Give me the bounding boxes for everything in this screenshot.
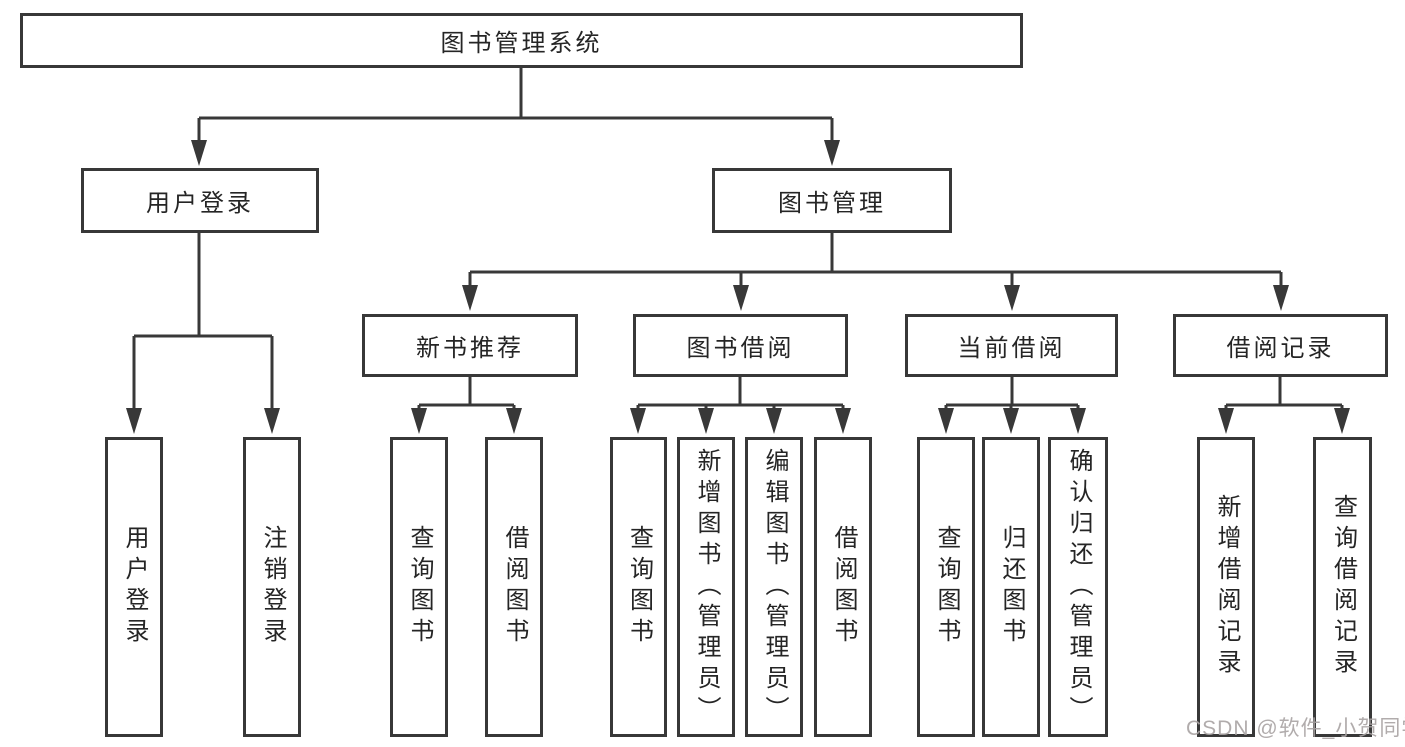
node-recommend-borrow-books-label: 借阅图书 bbox=[501, 525, 528, 649]
node-query-borrow-record-label: 查询借阅记录 bbox=[1329, 494, 1357, 680]
node-query-borrow-record: 查询借阅记录 bbox=[1313, 437, 1372, 737]
node-current-borrowing: 当前借阅 bbox=[905, 314, 1118, 377]
node-book-borrowing: 图书借阅 bbox=[633, 314, 848, 377]
node-recommend-borrow-books: 借阅图书 bbox=[485, 437, 543, 737]
node-current-query-books: 查询图书 bbox=[917, 437, 975, 737]
node-confirm-return-admin-label: 确认归还（管理员） bbox=[1065, 447, 1092, 727]
node-book-borrowing-label: 图书借阅 bbox=[686, 335, 795, 362]
node-user-login-branch-label: 用户登录 bbox=[146, 190, 254, 217]
node-recommend-query-books-label: 查询图书 bbox=[406, 525, 433, 649]
node-system-root: 图书管理系统 bbox=[20, 13, 1023, 68]
node-add-borrow-record: 新增借阅记录 bbox=[1197, 437, 1255, 737]
node-borrowing-query-books: 查询图书 bbox=[610, 437, 667, 737]
node-edit-books-admin-label: 编辑图书（管理员） bbox=[761, 447, 788, 727]
node-add-books-admin-label: 新增图书（管理员） bbox=[693, 447, 720, 727]
node-logout: 注销登录 bbox=[243, 437, 301, 737]
node-book-management: 图书管理 bbox=[712, 168, 952, 233]
node-confirm-return-admin: 确认归还（管理员） bbox=[1048, 437, 1108, 737]
node-borrowing-borrow-books: 借阅图书 bbox=[814, 437, 872, 737]
node-logout-label: 注销登录 bbox=[259, 525, 286, 649]
node-book-management-label: 图书管理 bbox=[778, 190, 886, 217]
node-current-borrowing-label: 当前借阅 bbox=[957, 335, 1066, 362]
node-recommend-query-books: 查询图书 bbox=[390, 437, 448, 737]
node-borrowing-query-books-label: 查询图书 bbox=[625, 525, 653, 649]
node-user-login: 用户登录 bbox=[105, 437, 163, 737]
csdn-watermark: CSDN @软件_小贺同学 bbox=[1186, 717, 1405, 740]
node-borrow-records: 借阅记录 bbox=[1173, 314, 1388, 377]
node-borrowing-borrow-books-label: 借阅图书 bbox=[830, 525, 857, 649]
node-user-login-label: 用户登录 bbox=[121, 525, 148, 649]
node-borrow-records-label: 借阅记录 bbox=[1226, 335, 1335, 362]
node-current-query-books-label: 查询图书 bbox=[933, 525, 960, 649]
node-user-login-branch: 用户登录 bbox=[81, 168, 319, 233]
node-new-book-recommend-label: 新书推荐 bbox=[416, 335, 524, 362]
node-edit-books-admin: 编辑图书（管理员） bbox=[745, 437, 803, 737]
node-return-books: 归还图书 bbox=[982, 437, 1040, 737]
node-add-borrow-record-label: 新增借阅记录 bbox=[1213, 494, 1240, 680]
node-add-books-admin: 新增图书（管理员） bbox=[677, 437, 735, 737]
node-new-book-recommend: 新书推荐 bbox=[362, 314, 578, 377]
node-return-books-label: 归还图书 bbox=[998, 525, 1025, 649]
node-system-root-label: 图书管理系统 bbox=[440, 30, 603, 57]
